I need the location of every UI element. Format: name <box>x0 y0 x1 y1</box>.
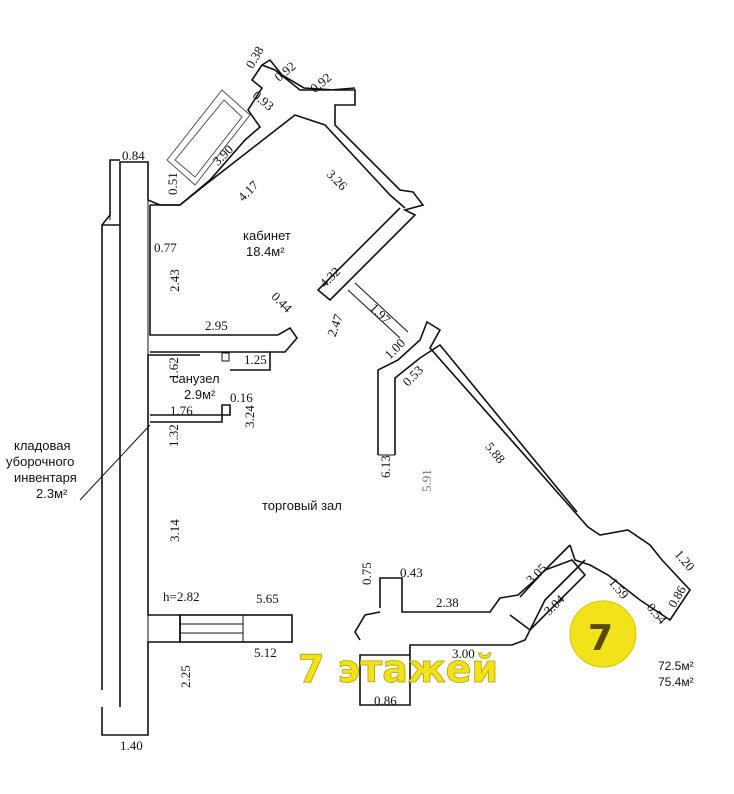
dim-159: 1.59 <box>606 575 632 602</box>
watermark-text: 7 этажей <box>298 647 498 691</box>
trading-hall-right-wall <box>377 320 692 622</box>
dim-120: 1.20 <box>672 547 698 574</box>
dim-295: 2.95 <box>205 318 228 333</box>
bathroom-area: 2.9м² <box>184 387 216 402</box>
total-area-1: 72.5м² <box>658 659 694 673</box>
dim-565: 5.65 <box>256 591 279 606</box>
dim-132: 1.32 <box>166 424 181 447</box>
dim-324: 3.24 <box>242 405 257 428</box>
dim-417: 4.17 <box>235 177 262 204</box>
dim-092a: 0.92 <box>271 58 298 84</box>
storage-label-line1: кладовая <box>14 438 71 453</box>
dim-162: 1.62 <box>166 357 181 380</box>
dim-051: 0.51 <box>165 172 180 195</box>
dim-084: 0.84 <box>122 148 145 163</box>
office-balcony <box>166 89 251 186</box>
watermark-logo-icon <box>569 600 637 668</box>
dim-053: 0.53 <box>399 362 426 389</box>
office-walls <box>149 58 425 353</box>
dim-238: 2.38 <box>436 595 459 610</box>
storage-label-line2: уборочного <box>6 454 74 469</box>
bathroom-label: санузел <box>172 371 220 386</box>
dim-243: 2.43 <box>167 269 182 292</box>
dim-086a: 0.86 <box>665 583 690 611</box>
dim-093: 0.93 <box>250 87 277 113</box>
bottom-window <box>179 614 293 643</box>
total-area-2: 75.4м² <box>658 675 694 689</box>
office-label: кабинет <box>243 228 291 243</box>
dim-305: 3.05 <box>523 560 550 587</box>
dim-314: 3.14 <box>167 519 182 542</box>
dim-176: 1.76 <box>170 403 193 418</box>
storage-area: 2.3м² <box>36 486 68 501</box>
dim-326: 3.26 <box>324 167 351 194</box>
dim-100: 1.00 <box>381 335 408 362</box>
left-outer-wall <box>101 159 200 736</box>
dim-225: 2.25 <box>178 665 193 688</box>
corridor-opening <box>347 282 409 339</box>
dim-044: 0.44 <box>268 289 295 316</box>
hall-label: торговый зал <box>262 498 342 513</box>
dim-016: 0.16 <box>230 390 253 405</box>
dim-247: 2.47 <box>324 312 346 339</box>
watermark: 7 этажей 7 <box>298 600 637 691</box>
dim-125: 1.25 <box>244 352 267 367</box>
office-area: 18.4м² <box>246 244 285 259</box>
dim-077: 0.77 <box>154 240 177 255</box>
dim-086b: 0.86 <box>374 693 397 708</box>
dim-613: 6.13 <box>378 455 393 478</box>
watermark-logo-digit: 7 <box>588 618 613 659</box>
dim-588: 5.88 <box>482 439 508 466</box>
dim-075: 0.75 <box>359 562 374 585</box>
dim-512: 5.12 <box>254 645 277 660</box>
bottom-right-walls <box>354 544 587 706</box>
dim-038: 0.38 <box>242 44 266 71</box>
bathroom-walls <box>150 351 271 423</box>
storage-label-line3: инвентаря <box>14 470 77 485</box>
dim-092b: 0.92 <box>307 70 334 96</box>
ceiling-height: h=2.82 <box>163 589 200 604</box>
dim-300: 3.00 <box>452 646 475 661</box>
dim-043: 0.43 <box>400 565 423 580</box>
dim-197: 1.97 <box>367 300 394 327</box>
dim-591: 5.91 <box>419 469 434 492</box>
dim-140: 1.40 <box>120 738 143 753</box>
storage-leader-line <box>79 424 151 501</box>
